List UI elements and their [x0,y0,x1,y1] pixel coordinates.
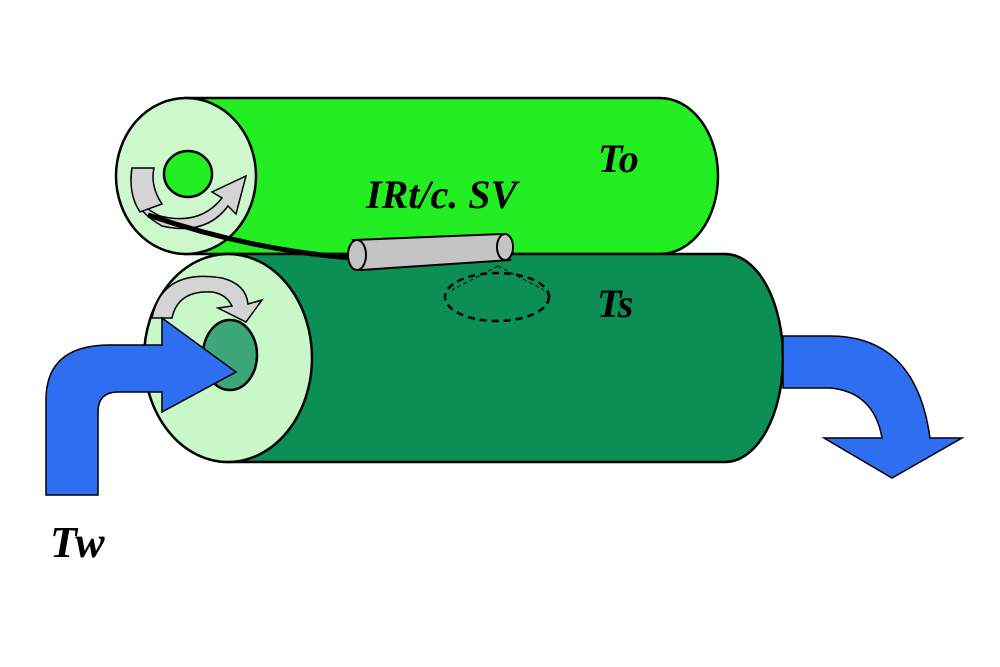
sensor-label: IRt/c. SV [365,172,520,217]
sensor-spot [443,265,551,323]
water-temp-label: Tw [50,518,105,567]
probe-back [496,233,514,261]
upper-roll-core [162,149,214,199]
ir-thermocouple-probe-icon [347,232,514,272]
water-inlet-arrow-icon [45,316,238,496]
upper-roll [114,96,720,256]
surface-temp-label: Ts [597,281,633,326]
upper-roll-body [183,96,720,256]
rotation-arrow-icon [130,167,164,213]
view-cone-right [497,265,545,291]
measurement-spot [443,271,551,323]
water-outlet-arrow-icon [782,335,965,479]
probe-front [347,239,367,271]
sensor-wire [147,212,353,261]
rotation-arrow-icon [151,275,264,323]
outer-roll-temp-label: To [598,136,639,181]
lower-roll [142,252,785,464]
view-cone-left [451,265,499,291]
